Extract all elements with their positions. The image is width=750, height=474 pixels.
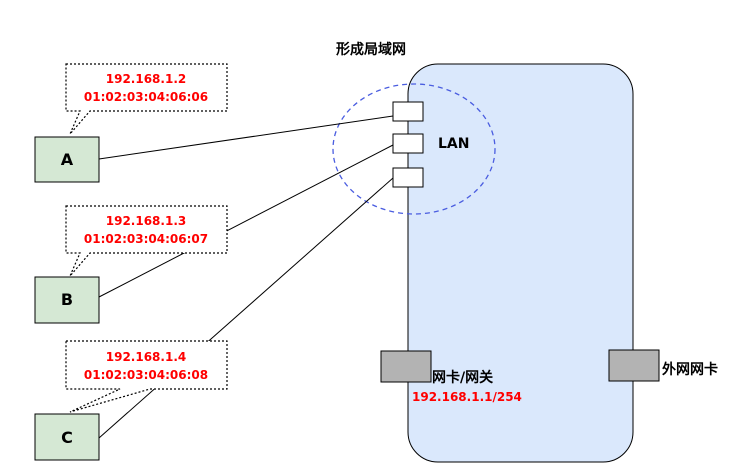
lan-port-3: [392, 167, 424, 188]
callout-a: [65, 63, 228, 135]
lan-switch-label: LAN: [438, 136, 469, 152]
external-nic-label: 外网网卡: [662, 361, 718, 378]
host-a-ip: 192.168.1.2: [106, 72, 186, 86]
gateway-label: 网卡/网关: [432, 369, 493, 386]
host-c-mac: 01:02:03:04:06:08: [84, 368, 208, 382]
host-b-box: [34, 276, 100, 324]
host-b-mac: 01:02:03:04:06:07: [84, 232, 208, 246]
host-b-ip: 192.168.1.3: [106, 214, 186, 228]
link-b: [98, 144, 394, 298]
host-c-ip: 192.168.1.4: [106, 350, 186, 364]
callout-c: [65, 340, 228, 413]
lan-port-1: [392, 101, 424, 122]
host-a-label: A: [61, 150, 74, 169]
callout-b: [65, 205, 228, 277]
lan-area-label: 形成局域网: [336, 41, 406, 58]
link-c: [98, 177, 394, 439]
gateway-ip: 192.168.1.1/254: [412, 390, 522, 404]
link-a: [98, 115, 394, 160]
lan-circle: [332, 83, 496, 215]
lan-port-2: [392, 133, 424, 154]
gateway-nic-port: [380, 350, 432, 383]
host-a-mac: 01:02:03:04:06:06: [84, 90, 208, 104]
host-c-label: C: [61, 428, 73, 447]
host-b-label: B: [61, 290, 73, 309]
router-body: [407, 63, 634, 463]
external-nic-port: [608, 349, 660, 382]
host-c-box: [34, 413, 100, 461]
host-a-box: [34, 136, 100, 183]
